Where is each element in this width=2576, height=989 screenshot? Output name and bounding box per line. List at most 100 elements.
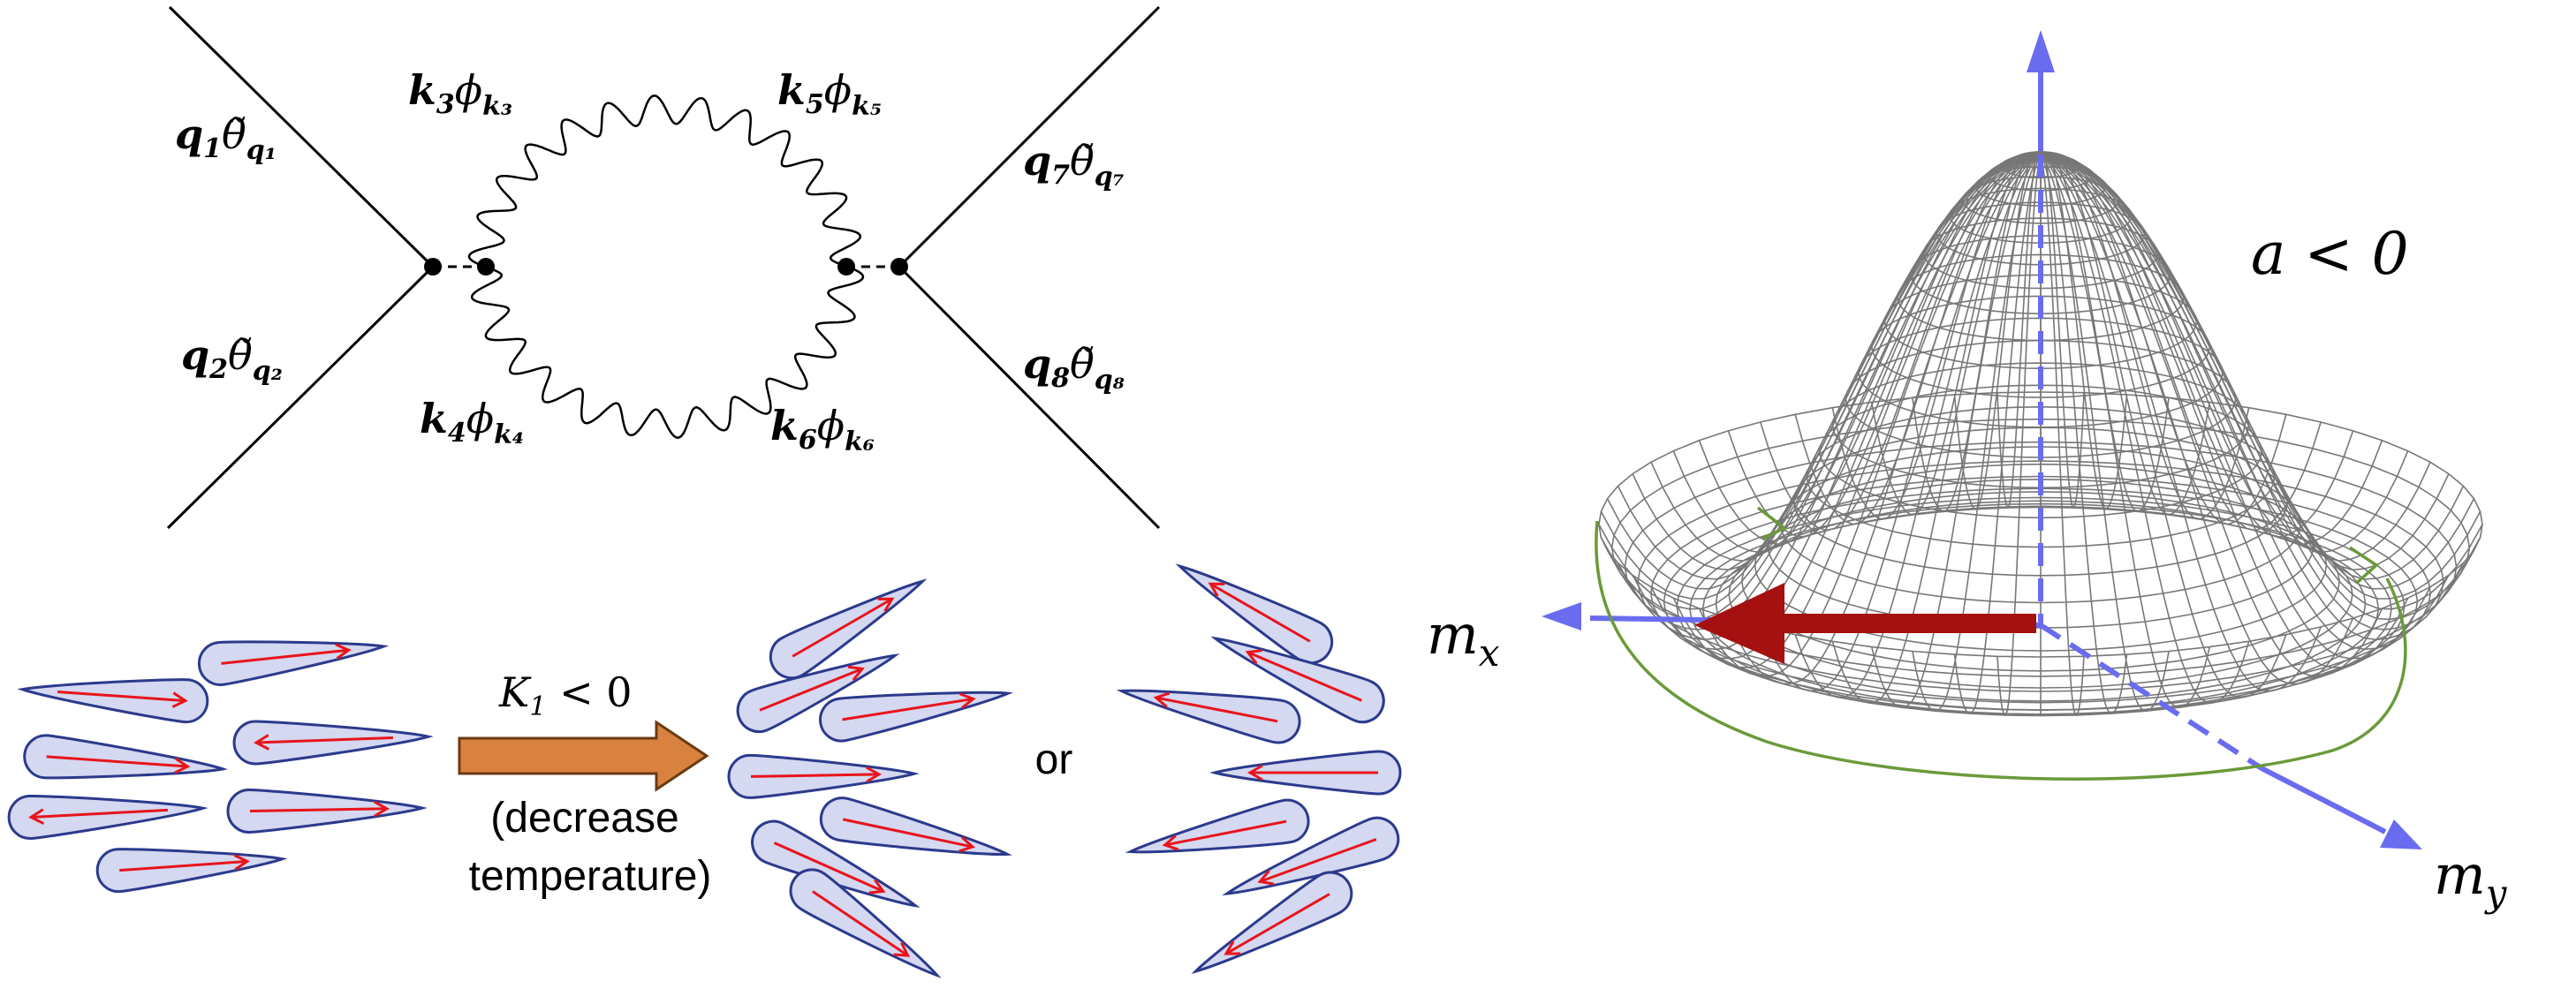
ground-state-trajectory xyxy=(1595,520,2407,781)
mesh-spoke xyxy=(1870,154,2042,708)
mesh-spoke xyxy=(2040,154,2409,668)
director-arrowhead-icon xyxy=(1245,649,1262,665)
molecule-body xyxy=(1191,871,1353,974)
caption-line1: (decrease xyxy=(490,795,678,842)
director-arrow xyxy=(792,597,893,658)
vertex-inner-left xyxy=(477,258,495,276)
transition-arrow xyxy=(458,720,709,792)
molecule-body xyxy=(1175,563,1334,665)
orange-arrow-icon xyxy=(458,720,709,792)
director-arrowhead-icon xyxy=(254,734,270,751)
mesh-spoke xyxy=(2040,154,2322,692)
director-arrowhead-icon xyxy=(335,643,352,660)
mesh-spoke xyxy=(1698,152,2042,546)
mesh-spoke xyxy=(2040,154,2383,677)
director-arrow xyxy=(221,648,349,665)
mesh-spoke xyxy=(1831,154,2042,704)
mesh-spoke xyxy=(2040,151,2287,525)
mesh-spoke xyxy=(1953,151,2042,510)
mesh-spoke xyxy=(2040,154,2465,641)
director-arrowhead-icon xyxy=(1224,940,1241,955)
mesh-spoke xyxy=(2040,154,2128,715)
mesh-spoke xyxy=(1831,151,2042,520)
molecule xyxy=(789,868,942,978)
mesh-spoke xyxy=(1794,154,2042,698)
mesh-spoke xyxy=(1794,151,2042,525)
liquid-crystal-molecules xyxy=(7,563,1402,978)
director-arrow xyxy=(1259,838,1377,883)
mesh-spoke xyxy=(2040,154,2354,685)
mesh-spoke xyxy=(1996,151,2042,510)
director-arrowhead-icon xyxy=(893,942,911,957)
or-text: or xyxy=(1035,736,1073,783)
vertex-outer-left xyxy=(424,258,442,276)
trajectory-arrowhead-right-icon xyxy=(2349,546,2379,585)
director-arrow xyxy=(759,668,863,712)
ground-state-arrowhead-icon xyxy=(1694,583,1784,664)
mesh-spoke xyxy=(1632,154,2042,651)
potential-mesh xyxy=(1598,151,2483,717)
molecule-body xyxy=(789,868,942,978)
molecule xyxy=(1191,871,1353,974)
director-arrow xyxy=(773,842,884,893)
director-arrowhead-icon xyxy=(1208,582,1225,597)
molecule xyxy=(1175,563,1334,665)
label-k6: k6ϕk₆ xyxy=(770,402,875,457)
mesh-spoke xyxy=(1912,151,2042,513)
external-line-q8 xyxy=(898,265,1161,530)
director-arrowhead-icon xyxy=(233,854,250,871)
molecule xyxy=(736,653,900,734)
vertex-outer-right xyxy=(890,258,908,276)
molecule xyxy=(819,796,1012,856)
label-q1: q1θ̃q₁ xyxy=(175,110,277,166)
director-arrow xyxy=(249,807,388,812)
label-q7: q7θ̃q₇ xyxy=(1023,137,1125,193)
molecule-body xyxy=(197,640,390,686)
molecule-body xyxy=(23,734,229,780)
director-arrowhead-icon xyxy=(866,766,883,783)
director-arrow xyxy=(1225,893,1330,955)
director-arrow xyxy=(57,690,186,703)
vertex-inner-right xyxy=(837,258,855,276)
mesh-spoke xyxy=(1698,154,2042,677)
molecule xyxy=(23,734,229,780)
molecule xyxy=(1210,636,1385,724)
molecule xyxy=(1116,689,1301,744)
molecule-body xyxy=(1116,689,1301,744)
mesh-spoke xyxy=(2040,152,2322,532)
mesh-spoke xyxy=(2040,152,2383,546)
mesh-spoke xyxy=(1650,154,2042,660)
mesh-spoke xyxy=(1870,151,2042,517)
director-arrow xyxy=(842,697,974,721)
director-arrow xyxy=(812,890,909,957)
molecule xyxy=(232,720,434,766)
label-q2: q2θ̃q₂ xyxy=(181,331,283,387)
label-q8: q8θ̃q₈ xyxy=(1023,340,1125,396)
feynman-diagram: q1θ̃q₁ q2θ̃q₂ q7θ̃q₇ q8θ̃q₈ k3ϕk₃ k5ϕk₅ … xyxy=(166,5,1161,530)
director-arrowhead-icon xyxy=(1257,870,1275,886)
mexican-hat-potential: a < 0 mx my xyxy=(1427,30,2508,915)
mesh-spoke xyxy=(1617,154,2042,641)
mesh-spoke xyxy=(1672,153,2042,554)
axis-vertical-arrowhead-icon xyxy=(2027,30,2055,72)
director-arrowhead-icon xyxy=(1153,691,1171,708)
director-arrowhead-icon xyxy=(171,691,188,708)
mesh-spoke xyxy=(1672,154,2042,668)
director-arrow xyxy=(842,818,974,849)
director-arrowhead-icon xyxy=(877,597,895,612)
axis-mx-label: mx xyxy=(1427,602,1500,675)
label-k4: k4ϕk₄ xyxy=(420,395,524,450)
axis-my xyxy=(2260,766,2387,834)
director-arrowhead-icon xyxy=(959,692,976,709)
molecule xyxy=(197,640,390,686)
external-line-q2 xyxy=(166,265,435,530)
axis-mx-arrowhead-icon xyxy=(1542,602,1581,630)
molecule xyxy=(727,753,920,799)
director-arrow xyxy=(46,755,188,768)
mesh-spoke xyxy=(1760,152,2042,532)
molecule xyxy=(1125,798,1310,854)
molecule xyxy=(819,691,1013,743)
mesh-spoke xyxy=(2040,154,2170,713)
mesh-spoke xyxy=(1760,154,2042,692)
